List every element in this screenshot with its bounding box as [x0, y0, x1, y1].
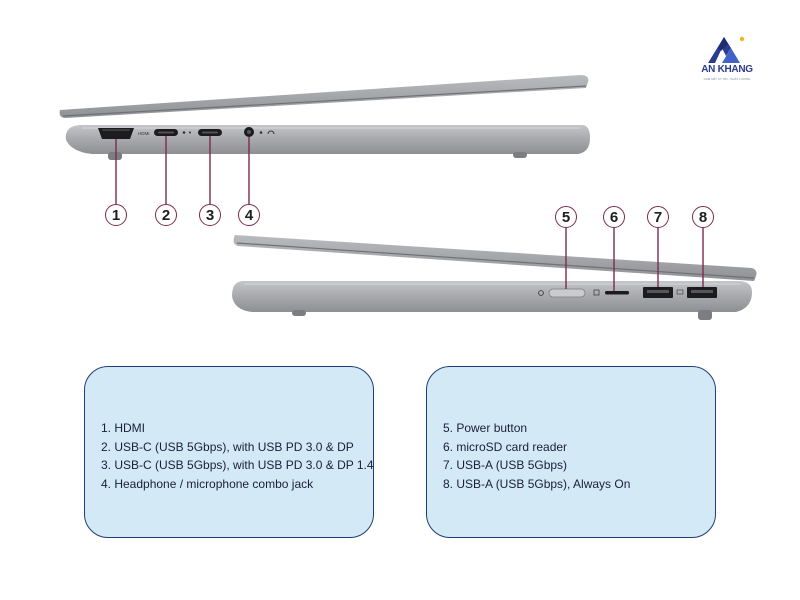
callout-3: 3 — [199, 204, 221, 226]
port-label-hdmi: HDMI — [138, 131, 150, 136]
list-item: 2. USB-C (USB 5Gbps), with USB PD 3.0 & … — [101, 439, 354, 454]
list-item: 7. USB-A (USB 5Gbps) — [443, 458, 568, 472]
brand-name: AN KHANG — [701, 64, 753, 75]
callout-2: 2 — [155, 204, 177, 226]
laptop-base-left — [65, 125, 591, 154]
port-list-right: 5. Power button 6. microSD card reader 7… — [443, 419, 630, 493]
brand-logo: AN KHANG CAM KẾT UY TÍN - CHẤT LƯỢNG — [692, 34, 762, 84]
port-hdmi — [98, 128, 134, 139]
led-icon — [182, 131, 186, 134]
list-item: 6. microSD card reader — [443, 439, 568, 454]
port-microsd — [605, 291, 629, 295]
list-item: 8. USB-A (USB 5Gbps), Always On — [443, 476, 631, 491]
laptop-base-right — [232, 281, 752, 312]
laptop-illustration: HDMI — [59, 75, 757, 320]
laptop-right-side-view — [232, 228, 757, 320]
callout-6: 6 — [603, 206, 625, 228]
callout-7: 7 — [647, 206, 669, 228]
sd-card-icon — [593, 289, 600, 296]
list-item: 5. Power button — [443, 421, 528, 435]
usb-icon — [676, 289, 684, 295]
legend-box-left: 1. HDMI 2. USB-C (USB 5Gbps), with USB P… — [84, 366, 374, 538]
star-icon — [739, 36, 745, 42]
callout-4: 4 — [238, 204, 260, 226]
power-button — [548, 288, 586, 298]
port-list-left: 1. HDMI 2. USB-C (USB 5Gbps), with USB P… — [101, 419, 374, 493]
rubber-foot-icon — [513, 152, 527, 158]
list-item: 1. HDMI — [101, 421, 146, 435]
callout-5: 5 — [555, 206, 577, 228]
laptop-lid-left — [59, 75, 589, 118]
brand-slogan: CAM KẾT UY TÍN - CHẤT LƯỢNG — [703, 77, 751, 81]
laptop-left-side-view: HDMI — [59, 75, 591, 204]
list-item: 4. Headphone / microphone combo jack — [101, 476, 314, 491]
rubber-foot-icon — [108, 152, 122, 160]
callout-1: 1 — [105, 204, 127, 226]
list-item: 3. USB-C (USB 5Gbps), with USB PD 3.0 & … — [101, 458, 374, 472]
callout-8: 8 — [692, 206, 714, 228]
rubber-foot-icon — [698, 310, 712, 320]
mountain-logo-icon — [708, 36, 745, 63]
legend-box-right: 5. Power button 6. microSD card reader 7… — [426, 366, 716, 538]
laptop-lid-right — [233, 235, 757, 281]
rubber-foot-icon — [292, 310, 306, 316]
headphone-icon — [267, 130, 275, 135]
power-icon — [538, 290, 544, 296]
